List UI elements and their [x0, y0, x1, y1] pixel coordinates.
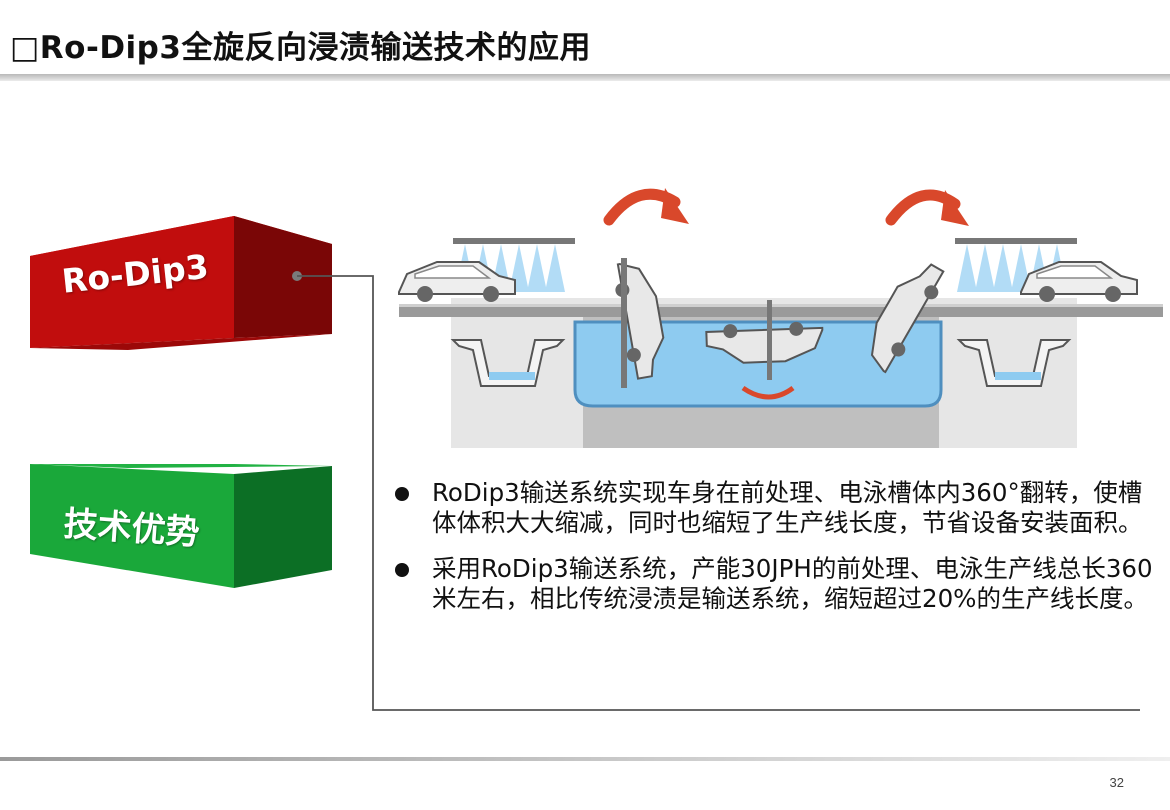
- connector-line: [297, 275, 1140, 711]
- advantages-label: 技术优势: [62, 504, 201, 554]
- ro-dip3-block-front: [30, 216, 234, 348]
- rotator-arm-left: [621, 258, 627, 388]
- rodip3-process-illustration-icon: [398, 188, 1163, 448]
- ro-dip3-block-side: [234, 216, 332, 338]
- car-body-submerged: [705, 321, 824, 364]
- right-drain-water: [995, 372, 1041, 380]
- ro-dip3-block-bottom: [30, 334, 332, 350]
- bullet-text: RoDip3输送系统实现车身在前处理、电泳槽体内360°翻转，使槽体体积大大缩减…: [432, 478, 1143, 537]
- rotation-arrow-bottom: [741, 385, 795, 400]
- advantages-block-top: [30, 464, 332, 468]
- car-body-right: [1020, 261, 1138, 302]
- rotation-arrow-left-head: [661, 188, 689, 224]
- bullet-dot: [395, 487, 409, 501]
- left-spray-header: [453, 238, 575, 244]
- advantages-list: RoDip3输送系统实现车身在前处理、电泳槽体内360°翻转，使槽体体积大大缩减…: [392, 478, 1162, 630]
- right-spray-header: [955, 238, 1077, 244]
- dip-tank: [573, 320, 943, 408]
- bullet-text: 采用RoDip3输送系统，产能30JPH的前处理、电泳生产线总长360米左右，相…: [432, 554, 1153, 613]
- rotation-arrow-right-head: [941, 190, 969, 226]
- bullet-dot: [395, 563, 409, 577]
- left-drain-water: [489, 372, 535, 380]
- footer-divider: [0, 757, 1170, 761]
- ro-dip3-block: [30, 216, 332, 350]
- page-number: 32: [1109, 775, 1124, 790]
- title-divider: [0, 74, 1170, 81]
- list-item: 采用RoDip3输送系统，产能30JPH的前处理、电泳生产线总长360米左右，相…: [392, 554, 1162, 614]
- slide-title: □Ro-Dip3全旋反向浸渍输送技术的应用: [10, 30, 591, 66]
- advantages-block-front: [30, 464, 234, 588]
- advantages-block: [30, 464, 332, 588]
- rotator-arm-center: [767, 300, 772, 380]
- conveyor-rail-top: [399, 304, 1163, 307]
- conveyor-rail: [399, 307, 1163, 317]
- rodip3-process-diagram: [398, 188, 1163, 448]
- connector-bracket: [292, 271, 1140, 711]
- car-body-exiting: [870, 263, 945, 374]
- car-body-left: [398, 261, 516, 302]
- advantages-block-side: [234, 466, 332, 588]
- list-item: RoDip3输送系统实现车身在前处理、电泳槽体内360°翻转，使槽体体积大大缩减…: [392, 478, 1162, 538]
